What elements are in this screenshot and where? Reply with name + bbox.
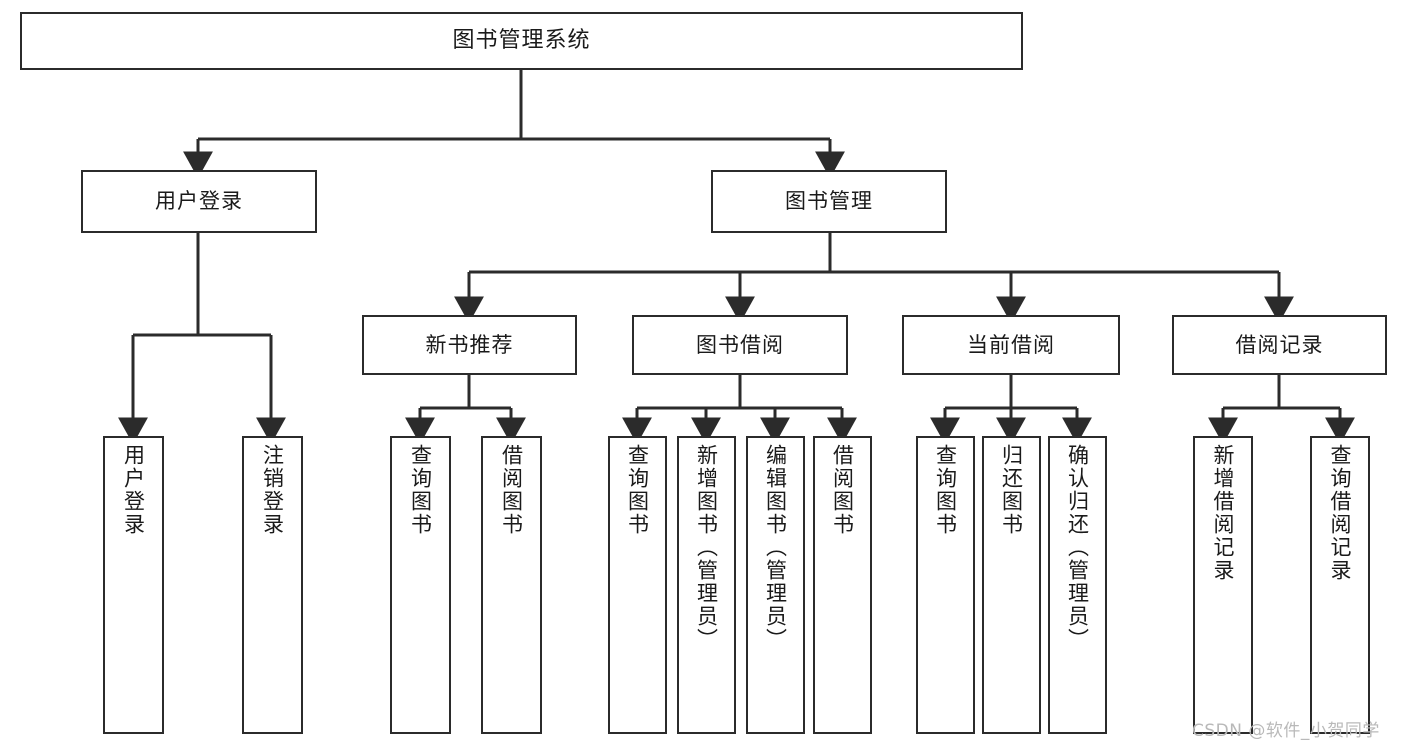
- node-leaf-return-book[interactable]: 归还图书: [982, 436, 1041, 734]
- node-new-book-recommend[interactable]: 新书推荐: [362, 315, 577, 375]
- node-book-manage[interactable]: 图书管理: [711, 170, 947, 233]
- node-leaf-confirm-return[interactable]: 确认归还（管理员）: [1048, 436, 1107, 734]
- node-leaf-add-book[interactable]: 新增图书（管理员）: [677, 436, 736, 734]
- node-leaf-user-login[interactable]: 用户登录: [103, 436, 164, 734]
- node-user-login[interactable]: 用户登录: [81, 170, 317, 233]
- node-leaf-confirm-return-label: 确认归还（管理员）: [1065, 444, 1090, 651]
- node-leaf-query-record-label: 查询借阅记录: [1328, 444, 1353, 582]
- node-leaf-add-book-label: 新增图书（管理员）: [694, 444, 719, 651]
- node-leaf-query-book-3[interactable]: 查询图书: [916, 436, 975, 734]
- node-root-label: 图书管理系统: [452, 28, 591, 54]
- node-leaf-query-book-3-label: 查询图书: [933, 444, 958, 536]
- node-leaf-borrow-book-2-label: 借阅图书: [830, 444, 855, 536]
- node-leaf-edit-book[interactable]: 编辑图书（管理员）: [746, 436, 805, 734]
- node-leaf-borrow-book-1-label: 借阅图书: [499, 444, 524, 536]
- node-leaf-add-record[interactable]: 新增借阅记录: [1193, 436, 1253, 734]
- node-book-borrow-label: 图书借阅: [696, 332, 784, 357]
- csdn-watermark: CSDN @软件_小贺同学: [1192, 721, 1380, 741]
- node-book-borrow[interactable]: 图书借阅: [632, 315, 848, 375]
- node-current-borrow[interactable]: 当前借阅: [902, 315, 1120, 375]
- node-leaf-query-book-1[interactable]: 查询图书: [390, 436, 451, 734]
- node-leaf-add-record-label: 新增借阅记录: [1211, 444, 1236, 582]
- node-leaf-query-book-1-label: 查询图书: [408, 444, 433, 536]
- node-leaf-logout-login[interactable]: 注销登录: [242, 436, 303, 734]
- node-new-book-recommend-label: 新书推荐: [425, 332, 514, 357]
- node-leaf-return-book-label: 归还图书: [999, 444, 1024, 536]
- node-leaf-borrow-book-1[interactable]: 借阅图书: [481, 436, 542, 734]
- node-leaf-query-book-2-label: 查询图书: [625, 444, 650, 536]
- node-user-login-label: 用户登录: [155, 189, 243, 214]
- node-borrow-record-label: 借阅记录: [1235, 332, 1324, 357]
- node-leaf-query-record[interactable]: 查询借阅记录: [1310, 436, 1370, 734]
- node-leaf-user-login-label: 用户登录: [121, 444, 146, 536]
- node-book-manage-label: 图书管理: [785, 189, 873, 214]
- node-leaf-edit-book-label: 编辑图书（管理员）: [763, 444, 788, 651]
- node-current-borrow-label: 当前借阅: [967, 332, 1055, 357]
- node-leaf-query-book-2[interactable]: 查询图书: [608, 436, 667, 734]
- node-leaf-borrow-book-2[interactable]: 借阅图书: [813, 436, 872, 734]
- node-leaf-logout-login-label: 注销登录: [260, 444, 285, 536]
- node-root[interactable]: 图书管理系统: [20, 12, 1023, 70]
- node-borrow-record[interactable]: 借阅记录: [1172, 315, 1387, 375]
